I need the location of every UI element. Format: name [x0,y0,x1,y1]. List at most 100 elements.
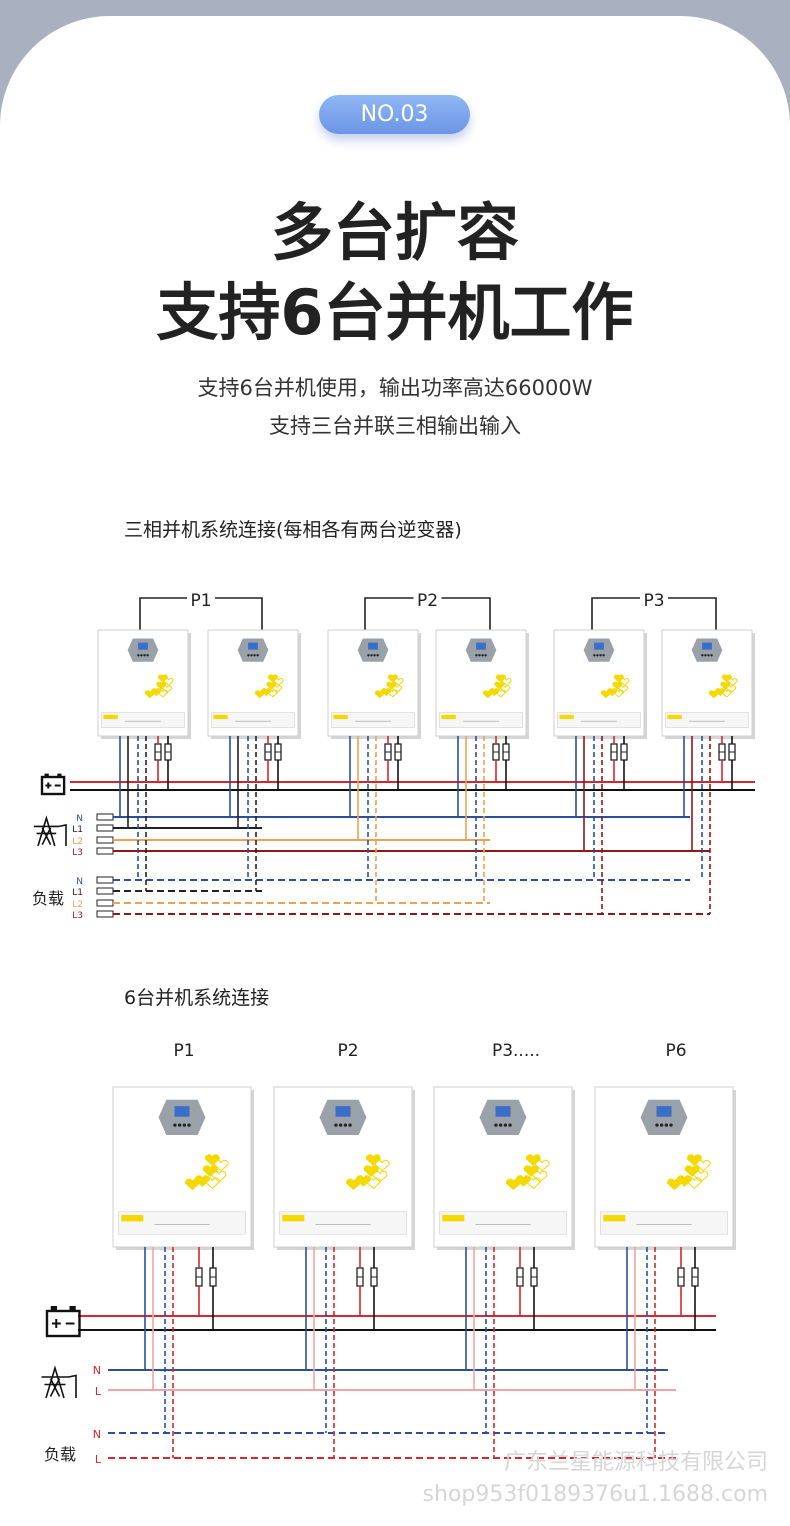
inverter-s1-6 [661,629,755,739]
panel-button [173,1123,177,1127]
panel-button [137,654,140,657]
panel-button [256,654,259,657]
heart-decoration [720,681,731,690]
section1-heading: 三相并机系统连接(每相各有两台逆变器) [124,519,462,541]
heart-decoration [387,689,398,698]
panel-button [182,1123,187,1127]
pylon-stroke [41,827,52,845]
panel-button [376,654,379,657]
label-strip [279,1211,407,1235]
heart-decoration [204,1154,220,1166]
heart-decoration [365,1154,381,1166]
display-panel [357,638,389,662]
warning-label [282,1215,305,1222]
panel-button [494,1123,498,1127]
watermark-company: 广东兰星能源科技有限公司 [503,1450,768,1475]
heart-decoration [157,689,168,698]
panel-button [596,654,599,657]
heart-decoration [494,681,505,690]
lcd-screen [138,642,148,650]
heart-decoration [185,1178,200,1191]
heart-decoration [144,690,155,699]
lcd-screen [335,1106,351,1117]
battery-terminal [44,773,49,777]
load-label-N: N [93,1428,101,1441]
panel-button [503,1123,508,1127]
panel-button [508,1123,512,1127]
heart-decoration [708,690,719,699]
lcd-screen [594,642,604,650]
heart-decoration [506,1178,521,1191]
heart-decoration [686,1154,702,1166]
heart-decoration [213,1159,229,1172]
warning-label [213,714,228,720]
inverter-s2-4 [594,1086,736,1250]
lcd-screen [656,1106,672,1117]
warning-label [603,1215,626,1222]
panel-button [704,654,707,657]
pylon-stroke [68,1374,77,1398]
heart-decoration [618,685,629,694]
grid-terminal [96,824,114,832]
panel-button [655,1123,659,1127]
panel-button [348,1123,352,1127]
grid-terminal [96,847,114,855]
heart-decoration [613,689,624,698]
heart-decoration [156,681,167,690]
grid-label-L1: L1 [72,825,83,835]
heart-decoration [500,685,511,694]
panel-button [664,1123,669,1127]
heart-decoration [612,681,623,690]
heart-decoration [204,1177,220,1190]
display-panel [691,638,723,662]
battery-icon [45,1306,81,1338]
grid-pylon-icon [33,815,67,847]
heart-decoration [534,1159,550,1172]
battery-icon [40,773,66,796]
subtitle-line2: 支持三台并联三相输出输入 [269,414,521,438]
pylon-stroke [37,815,56,847]
label-strip [600,1211,728,1235]
inverter-s1-3 [327,629,421,739]
warning-label [103,714,118,720]
battery-body [40,775,66,796]
inverter-s1-2 [207,629,301,739]
heart-decoration [693,1170,709,1183]
panel-button [669,1123,673,1127]
group-label-P1: P1 [190,591,211,611]
heart-decoration [667,1178,682,1191]
heart-decoration [600,690,611,699]
display-panel [158,1099,206,1135]
heart-decoration [272,685,283,694]
load-label-L3: L3 [72,911,83,921]
heart-decoration [372,1170,388,1183]
heart-decoration [495,674,506,683]
load-label-N: N [76,877,83,887]
panel-button [140,654,143,657]
warning-label [667,714,682,720]
heart-decoration [523,1165,539,1177]
lcd-screen [368,642,378,650]
label-strip [331,712,415,728]
load-label-L: L [95,1453,102,1466]
heart-decoration [495,689,506,698]
grid-terminal [96,813,114,821]
lcd-screen [702,642,712,650]
panel-button [659,1123,664,1127]
lcd-screen [495,1106,511,1117]
load-terminal [96,887,114,895]
display-panel [319,1099,367,1135]
panel-button [481,654,484,657]
grid-label-L2: L2 [72,837,83,847]
panel-button [498,1123,503,1127]
display-panel [640,1099,688,1135]
heart-decoration [202,1165,218,1177]
heart-decoration [613,674,624,683]
display-panel [479,1099,527,1135]
load-caption: 负载 [44,1445,76,1464]
grid-label-N: N [93,1364,101,1377]
load-terminal [96,876,114,884]
heart-decoration [482,690,493,699]
